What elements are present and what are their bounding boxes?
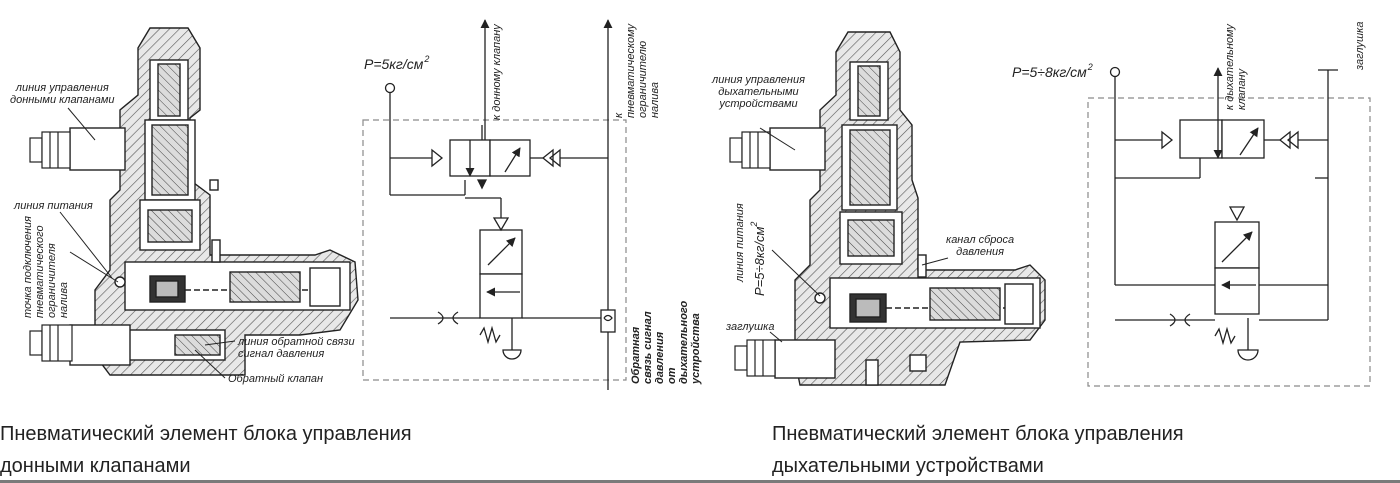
right-valve-cross-section [769, 31, 1046, 386]
left-pressure-value: P=5кг/см [364, 56, 424, 72]
left-schematic [384, 19, 616, 390]
right-schematic-to-breather-valve: к дыхательному клапану [1224, 24, 1248, 110]
right-callout-control-line: линия управления дыхательными устройства… [712, 74, 805, 110]
left-schematic-pressure: P=5кг/см2 [364, 54, 430, 74]
left-valve-drawing [29, 19, 627, 390]
left-callout-supply-line: линия питания [14, 200, 93, 212]
right-caption: Пневматический элемент блока управления … [772, 423, 1184, 477]
left-callout-control-line: линия управления донными клапанами [10, 82, 115, 106]
left-schematic-feedback-signal: Обратная связь сигнал давления от дыхате… [630, 300, 702, 384]
left-pressure-exponent: 2 [424, 54, 430, 64]
right-valve-drawing [729, 31, 1371, 387]
caption-rule [0, 480, 1400, 483]
right-fittings [729, 131, 776, 377]
right-schematic-frame [1087, 97, 1371, 387]
left-schematic-frame [362, 119, 627, 381]
right-schematic-plug: заглушка [1354, 21, 1366, 70]
left-caption: Пневматический элемент блока управления … [0, 423, 412, 477]
left-fittings [29, 131, 73, 362]
right-leader-lines [759, 127, 949, 343]
left-callout-check-valve: Обратный клапан [228, 373, 324, 385]
right-schematic-pressure: P=5÷8кг/см2 [1012, 62, 1093, 82]
right-pressure-value: P=5÷8кг/см [1012, 64, 1087, 80]
right-schematic [1109, 66, 1338, 361]
left-figure: линия управления донными клапанами линия… [0, 0, 702, 477]
left-callout-feedback-line: линия обратной связи сигнал давления [238, 336, 355, 360]
right-callout-plug: заглушка [726, 321, 775, 333]
right-callout-pressure-value: P=5÷8кг/см [752, 226, 767, 296]
right-callout-supply-pressure: P=5÷8кг/см2 [749, 222, 767, 296]
left-schematic-to-bottom-valve: к донному клапану [491, 24, 503, 120]
left-leader-lines [59, 107, 236, 379]
left-valve-cross-section [69, 27, 359, 376]
left-schematic-to-limiter: к пневматическому ограничителю налива [613, 23, 661, 118]
right-callout-supply-line: линия питания [734, 203, 746, 282]
right-callout-relief-channel: канал сброса давления [946, 234, 1015, 258]
right-pressure-exponent: 2 [1087, 62, 1093, 72]
left-callout-limiter-point: точка подключения пневматического ограни… [22, 215, 70, 318]
right-figure: линия управления дыхательными устройства… [700, 0, 1400, 477]
right-callout-pressure-exponent: 2 [749, 221, 759, 227]
